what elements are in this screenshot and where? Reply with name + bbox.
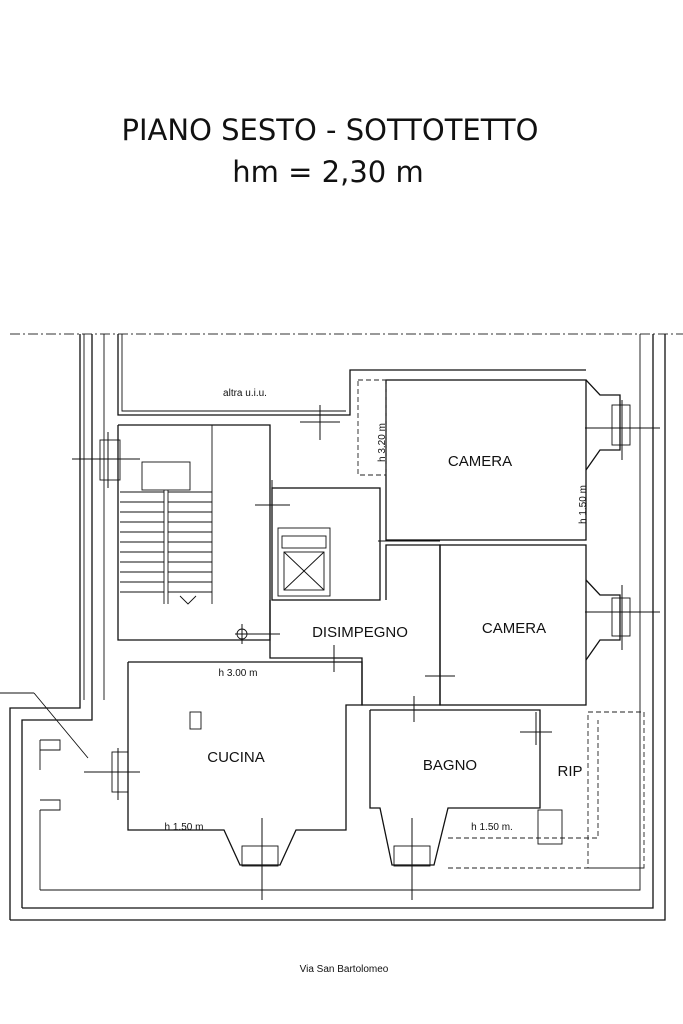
- height-camera-right: h 1.50 m: [578, 485, 589, 524]
- rip-label: RIP: [557, 763, 582, 780]
- bagno-label: BAGNO: [423, 757, 477, 774]
- disimpegno-area: [235, 544, 441, 706]
- bagno-room: [369, 696, 552, 900]
- disimpegno-label: DISIMPEGNO: [312, 624, 408, 641]
- window-camera-mid: [585, 579, 660, 661]
- height-camera-top-left: h 3.20 m: [377, 423, 388, 462]
- plan-title: PIANO SESTO - SOTTOTETTO: [122, 113, 539, 147]
- height-cucina-bottom: h 1.50 m: [165, 822, 204, 833]
- ripostiglio-area: [448, 711, 645, 869]
- staircase: [72, 424, 271, 641]
- camera-top-room: [357, 379, 587, 542]
- altra-uiu-area: [117, 334, 586, 440]
- street-name: Via San Bartolomeo: [300, 964, 389, 975]
- altra-uiu-label: altra u.i.u.: [223, 388, 267, 399]
- camera-top-label: CAMERA: [448, 453, 512, 470]
- window-camera-top: [585, 379, 660, 471]
- camera-mid-label: CAMERA: [482, 620, 546, 637]
- elevator: [255, 480, 381, 601]
- height-bagno-bottom: h 1.50 m.: [471, 822, 513, 833]
- cucina-room: [84, 661, 363, 900]
- outer-walls: [0, 334, 666, 921]
- cucina-label: CUCINA: [207, 749, 265, 766]
- height-cucina-top: h 3.00 m: [219, 668, 258, 679]
- plan-subtitle: hm = 2,30 m: [232, 155, 423, 189]
